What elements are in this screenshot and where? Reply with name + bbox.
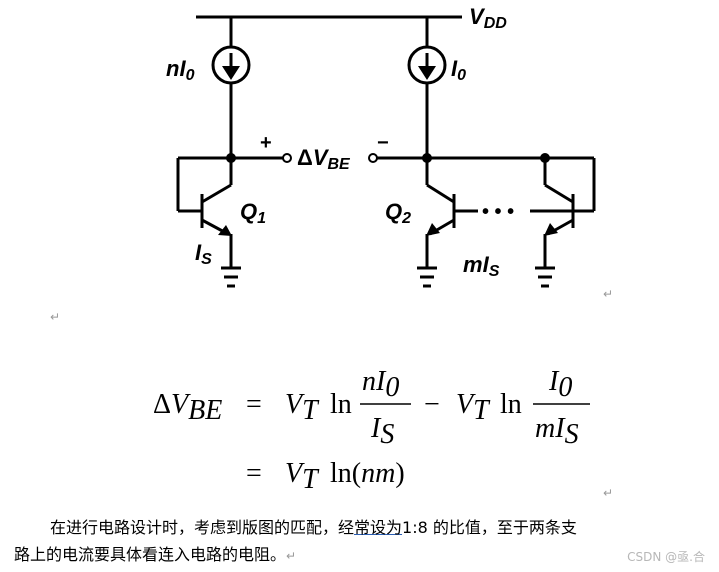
q1-emitter-arrow xyxy=(218,225,232,236)
equals-sign-2: = xyxy=(246,458,262,489)
return-mark: ↵ xyxy=(50,310,61,324)
paragraph-line-2: 路上的电流要具体看连入电路的电阻。↵ xyxy=(14,545,297,564)
current-source-right xyxy=(407,45,447,85)
terminal-plus xyxy=(282,153,292,163)
ln-term-2: ln xyxy=(500,389,522,420)
q2-label: Q2 xyxy=(385,199,411,227)
vt-term-2: VT xyxy=(456,389,491,426)
right-source-label: I0 xyxy=(451,56,466,84)
junction-dot xyxy=(226,153,236,163)
fraction2-numerator: I0 xyxy=(548,366,572,403)
plus-sign: + xyxy=(260,132,272,154)
junction-dot xyxy=(540,153,550,163)
ground-left xyxy=(221,266,241,288)
ground-mid xyxy=(417,266,437,288)
fraction2-denominator: mIS xyxy=(535,413,579,450)
return-mark: ↵ xyxy=(603,287,614,301)
left-source-label: nI0 xyxy=(166,56,195,84)
ln-nm-term: ln(nm) xyxy=(330,458,405,489)
vt-term: VT xyxy=(285,389,320,426)
q1-label: Q1 xyxy=(240,199,266,227)
mis-label: mIS xyxy=(463,252,500,280)
watermark: CSDN @亟.合 xyxy=(627,550,705,564)
vt-term-3: VT xyxy=(285,458,320,495)
body-paragraph: 在进行电路设计时，考虑到版图的匹配，经常设为1:8 的比值，至于两条支 路上的电… xyxy=(14,514,714,570)
current-source-left xyxy=(211,45,251,85)
ellipsis-dots: • • • xyxy=(482,201,514,223)
ln-term: ln xyxy=(330,389,352,420)
paragraph-line-1: 在进行电路设计时，考虑到版图的匹配，经常设为1:8 的比值，至于两条支 xyxy=(50,518,577,537)
vdd-label: VDD xyxy=(469,4,507,32)
minus-sign: − xyxy=(377,132,389,154)
delta-vbe-label: ΔVBE xyxy=(297,145,351,173)
equation: ΔVBE = VT ln nI0 IS − VT ln I0 mIS = VT … xyxy=(153,366,590,495)
return-mark: ↵ xyxy=(603,486,614,500)
arrow-down-icon xyxy=(222,66,240,80)
fraction1-denominator: IS xyxy=(370,413,394,450)
arrow-down-icon xyxy=(418,66,436,80)
equation-lhs: ΔVBE xyxy=(153,389,222,426)
fraction1-numerator: nI0 xyxy=(362,366,399,403)
is-label: IS xyxy=(195,240,212,268)
q2-emitter-arrow xyxy=(426,223,440,236)
minus-operator: − xyxy=(424,389,440,420)
ground-right xyxy=(535,266,555,288)
q3-emitter-arrow xyxy=(544,223,558,236)
junction-dot xyxy=(422,153,432,163)
equals-sign: = xyxy=(246,389,262,420)
terminal-minus xyxy=(368,153,378,163)
